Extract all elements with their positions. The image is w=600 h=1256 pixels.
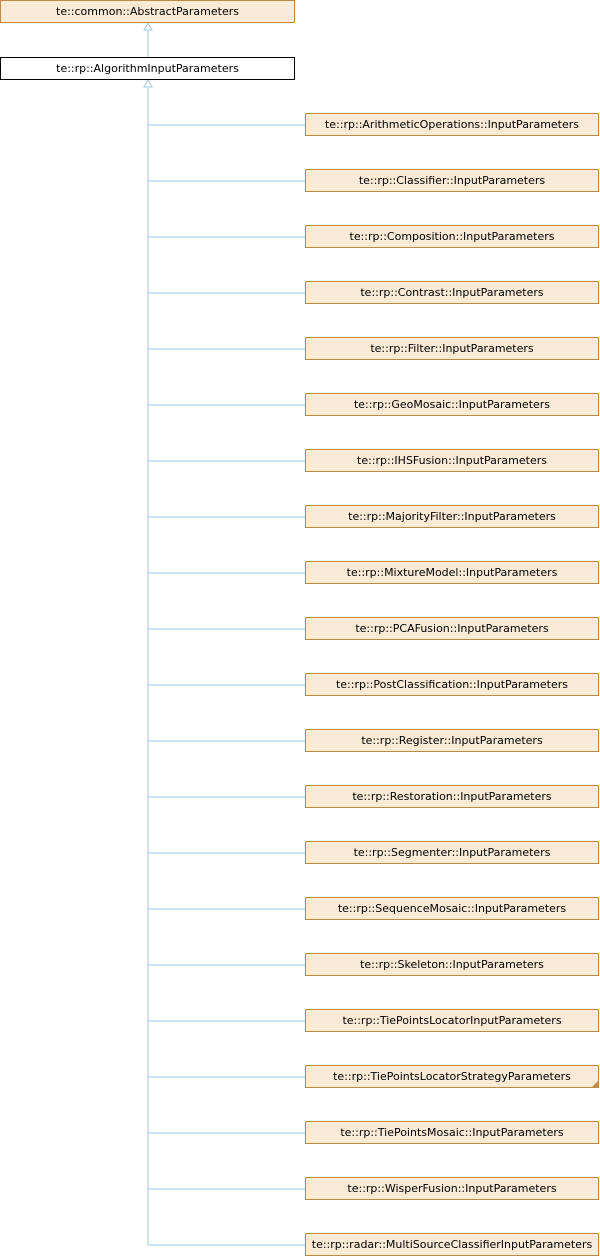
- derived-class-node[interactable]: te::rp::Restoration::InputParameters: [305, 785, 599, 808]
- derived-class-node[interactable]: te::rp::Composition::InputParameters: [305, 225, 599, 248]
- derived-class-node[interactable]: te::rp::Classifier::InputParameters: [305, 169, 599, 192]
- derived-class-node[interactable]: te::rp::Register::InputParameters: [305, 729, 599, 752]
- derived-class-node[interactable]: te::rp::Filter::InputParameters: [305, 337, 599, 360]
- current-class-node: te::rp::AlgorithmInputParameters: [0, 57, 295, 80]
- derived-class-label: te::rp::GeoMosaic::InputParameters: [353, 398, 551, 411]
- derived-class-node[interactable]: te::rp::Contrast::InputParameters: [305, 281, 599, 304]
- derived-class-node[interactable]: te::rp::GeoMosaic::InputParameters: [305, 393, 599, 416]
- derived-class-node[interactable]: te::rp::MixtureModel::InputParameters: [305, 561, 599, 584]
- derived-class-label: te::rp::MixtureModel::InputParameters: [346, 566, 558, 579]
- derived-class-label: te::rp::radar::MultiSourceClassifierInpu…: [311, 1238, 593, 1251]
- derived-class-label: te::rp::MajorityFilter::InputParameters: [348, 510, 556, 523]
- derived-class-node[interactable]: te::rp::TiePointsMosaic::InputParameters: [305, 1121, 599, 1144]
- derived-class-label: te::rp::Segmenter::InputParameters: [353, 846, 551, 859]
- derived-class-node[interactable]: te::rp::PostClassification::InputParamet…: [305, 673, 599, 696]
- derived-class-node[interactable]: te::rp::TiePointsLocatorStrategyParamete…: [305, 1065, 599, 1088]
- derived-class-node[interactable]: te::rp::SequenceMosaic::InputParameters: [305, 897, 599, 920]
- derived-class-label: te::rp::TiePointsLocatorInputParameters: [342, 1014, 562, 1027]
- derived-class-label: te::rp::WisperFusion::InputParameters: [347, 1182, 557, 1195]
- derived-class-node[interactable]: te::rp::PCAFusion::InputParameters: [305, 617, 599, 640]
- derived-class-label: te::rp::Restoration::InputParameters: [352, 790, 552, 803]
- more-derived-indicator-icon: [592, 1081, 598, 1087]
- derived-class-label: te::rp::ArithmeticOperations::InputParam…: [324, 118, 580, 131]
- derived-class-label: te::rp::Filter::InputParameters: [370, 342, 534, 355]
- derived-class-node[interactable]: te::rp::radar::MultiSourceClassifierInpu…: [305, 1233, 599, 1256]
- derived-class-label: te::rp::Contrast::InputParameters: [360, 286, 544, 299]
- derived-class-label: te::rp::PCAFusion::InputParameters: [355, 622, 549, 635]
- derived-class-label: te::rp::Skeleton::InputParameters: [360, 958, 544, 971]
- derived-class-node[interactable]: te::rp::Skeleton::InputParameters: [305, 953, 599, 976]
- derived-class-node[interactable]: te::rp::IHSFusion::InputParameters: [305, 449, 599, 472]
- derived-class-node[interactable]: te::rp::TiePointsLocatorInputParameters: [305, 1009, 599, 1032]
- derived-class-label: te::rp::PostClassification::InputParamet…: [335, 678, 569, 691]
- derived-class-label: te::rp::SequenceMosaic::InputParameters: [337, 902, 567, 915]
- derived-class-label: te::rp::TiePointsMosaic::InputParameters: [340, 1126, 564, 1139]
- base-class-node[interactable]: te::common::AbstractParameters: [0, 0, 295, 23]
- derived-class-label: te::rp::Classifier::InputParameters: [358, 174, 546, 187]
- derived-class-node[interactable]: te::rp::Segmenter::InputParameters: [305, 841, 599, 864]
- derived-class-label: te::rp::Register::InputParameters: [361, 734, 543, 747]
- inherits-arrow-current: [143, 78, 153, 88]
- derived-class-label: te::rp::TiePointsLocatorStrategyParamete…: [333, 1070, 571, 1083]
- derived-class-label: te::rp::Composition::InputParameters: [349, 230, 555, 243]
- derived-class-node[interactable]: te::rp::WisperFusion::InputParameters: [305, 1177, 599, 1200]
- derived-class-node[interactable]: te::rp::ArithmeticOperations::InputParam…: [305, 113, 599, 136]
- derived-class-label: te::rp::IHSFusion::InputParameters: [357, 454, 547, 467]
- derived-class-node[interactable]: te::rp::MajorityFilter::InputParameters: [305, 505, 599, 528]
- inherits-arrow-base: [143, 21, 153, 31]
